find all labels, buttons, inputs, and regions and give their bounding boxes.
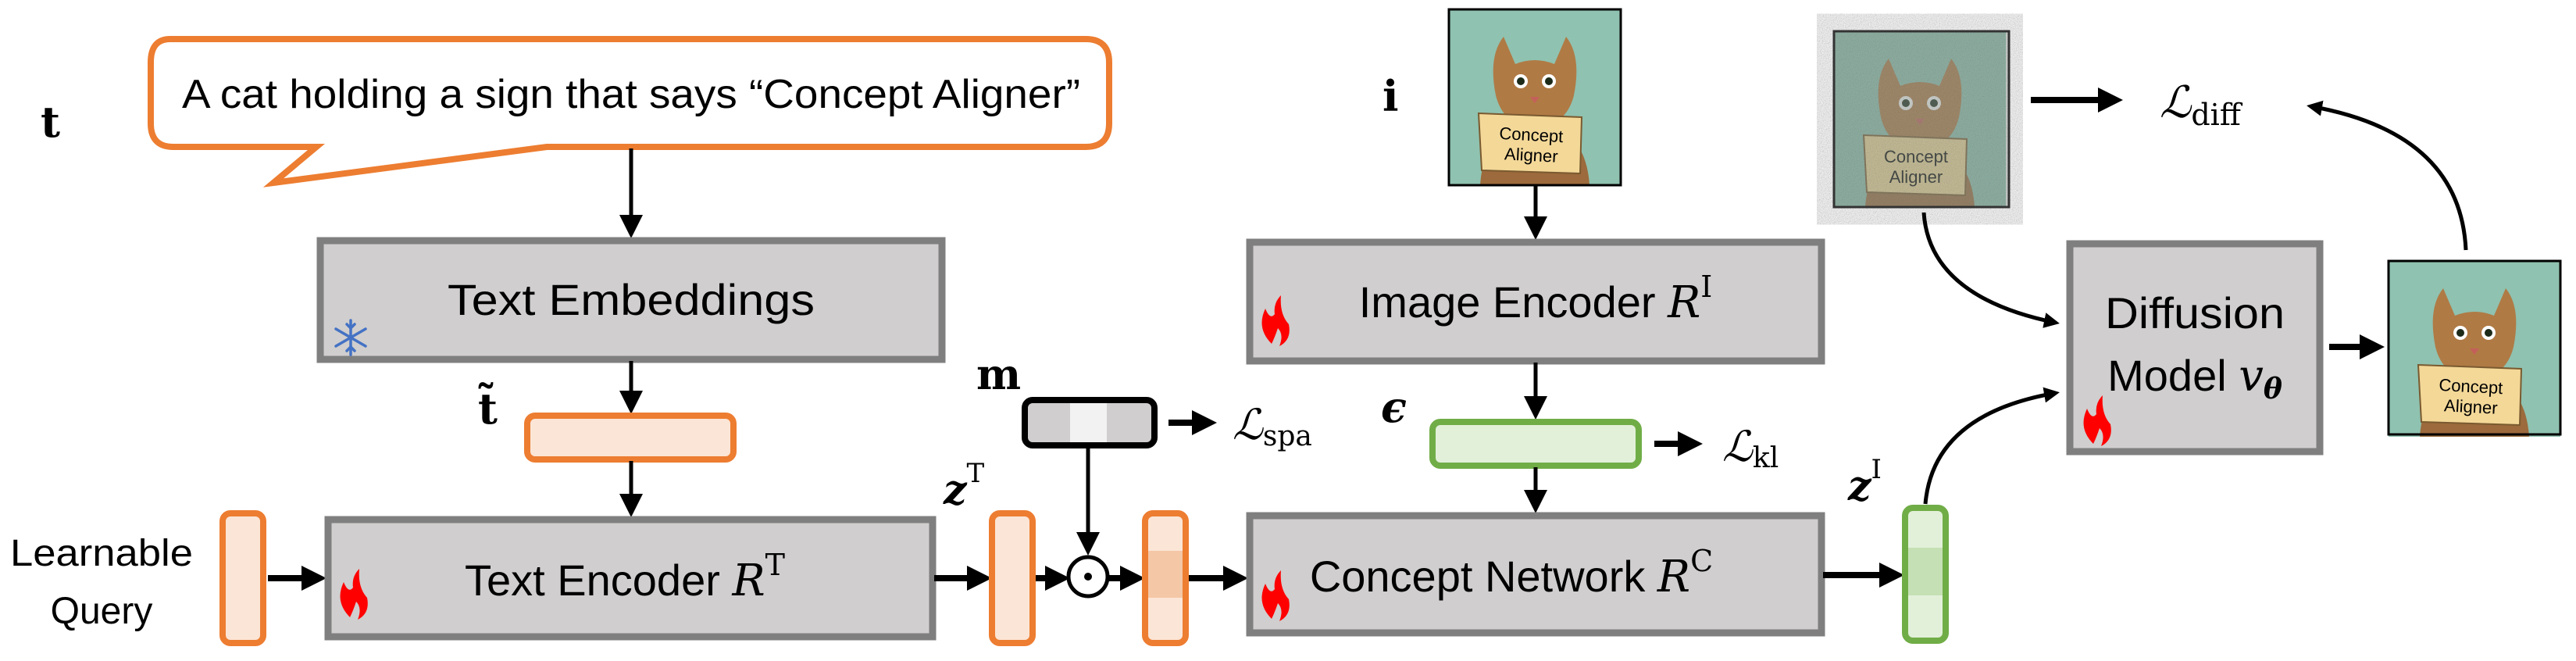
learnable-query-line2: Query — [51, 591, 153, 632]
svg-text:Concept: Concept — [1499, 123, 1564, 146]
svg-text:Aligner: Aligner — [2444, 395, 2499, 418]
image-encoder-box — [1246, 238, 1825, 365]
prompt-text: A cat holding a sign that says “Concept … — [182, 72, 1080, 117]
arrow-noisy-to-diffusion — [1921, 212, 2060, 328]
speech-bubble — [148, 36, 1112, 188]
diffusion-model-line1: Diffusion — [2105, 288, 2285, 338]
masked-text-vector — [1142, 510, 1189, 646]
prompt-symbol: t — [41, 97, 60, 147]
z-image-symbol: zI — [1847, 454, 1882, 510]
text-encoder-box — [324, 516, 937, 641]
image-encoder-label: Image Encoder RI — [1359, 270, 1713, 328]
diffusion-model-line2: Model vθ — [2107, 351, 2282, 406]
learnable-query-vector — [219, 510, 266, 646]
mask-symbol: m — [976, 349, 1021, 399]
kl-loss: ℒkl — [1722, 422, 1779, 474]
noisy-cat-image: Concept Aligner — [1832, 30, 2010, 209]
svg-text:Concept: Concept — [2439, 375, 2503, 398]
z-text-symbol: zT — [943, 458, 985, 514]
text-embeddings-box — [316, 237, 946, 363]
diffusion-model-box — [2066, 240, 2324, 456]
z-text-vector — [989, 510, 1036, 646]
arrow-output-to-diff-loss — [2307, 100, 2468, 251]
flame-icon — [1261, 295, 1290, 346]
flame-icon — [340, 569, 368, 620]
t-tilde-symbol: t̃ — [478, 382, 498, 434]
epsilon-vector — [1429, 419, 1642, 469]
arrow-z-image-to-diffusion — [1923, 387, 2060, 505]
svg-text:Aligner: Aligner — [1504, 144, 1559, 166]
z-image-vector — [1902, 505, 1949, 644]
image-symbol: i — [1383, 71, 1399, 121]
spa-loss: ℒspa — [1233, 400, 1312, 452]
flame-icon — [2083, 395, 2111, 446]
output-cat-image: Concept Aligner — [2387, 259, 2562, 438]
snowflake-icon — [334, 319, 367, 356]
svg-text:Aligner: Aligner — [1889, 167, 1943, 187]
diff-loss: ℒdiff — [2160, 77, 2243, 132]
text-encoder-label: Text Encoder RT — [465, 548, 785, 606]
svg-text:Concept: Concept — [1884, 147, 1948, 166]
epsilon-symbol: ϵ — [1381, 382, 1407, 432]
hadamard-product-icon — [1066, 555, 1110, 598]
t-tilde-embedding — [524, 413, 737, 463]
flame-icon — [1261, 570, 1290, 621]
concept-network-box — [1246, 512, 1825, 637]
mask-vector — [1022, 397, 1158, 448]
concept-network-label: Concept Network RC — [1310, 544, 1713, 602]
input-cat-image: Concept Aligner — [1447, 8, 1622, 187]
learnable-query-line1: Learnable — [10, 533, 193, 574]
text-embeddings-label: Text Embeddings — [448, 275, 815, 324]
